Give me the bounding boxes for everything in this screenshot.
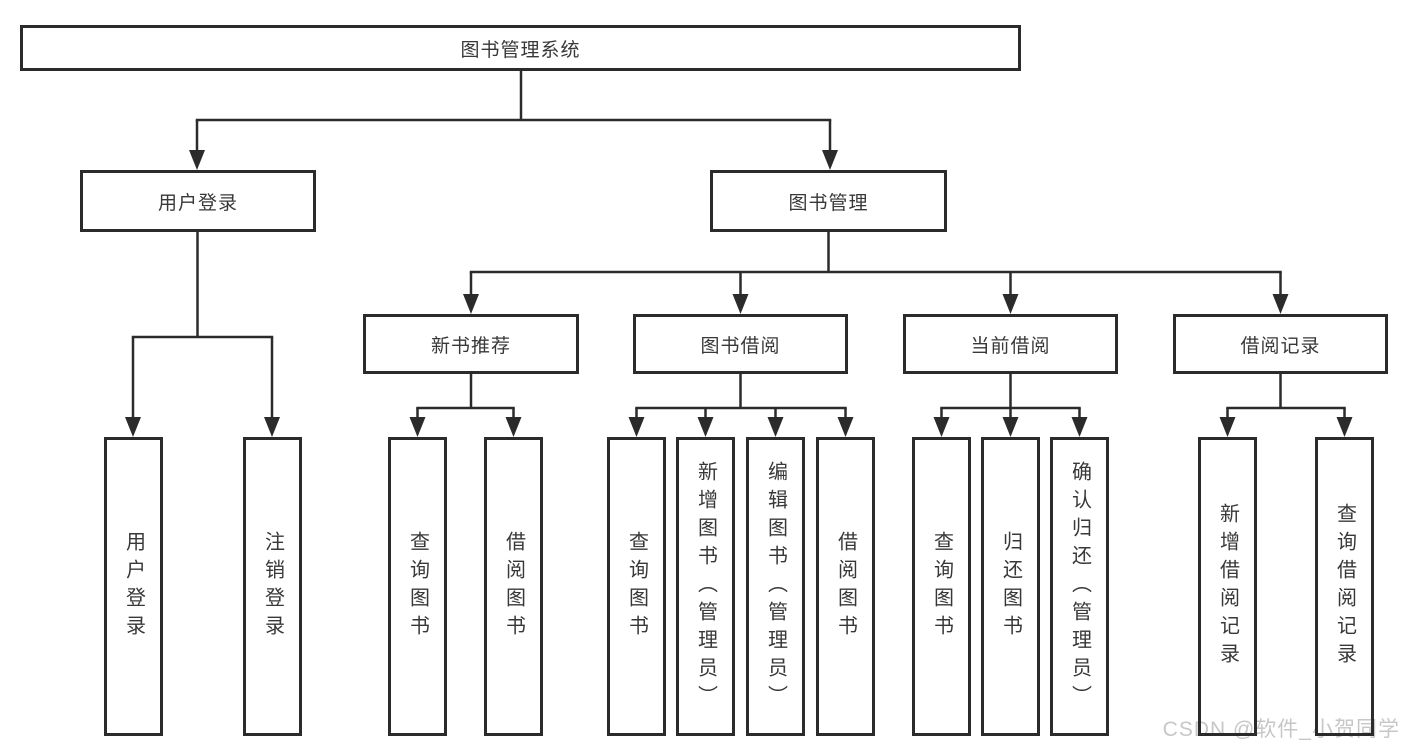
leaf-edit-books-admin-label: 编辑图书（管理员）: [764, 460, 787, 713]
leaf-query-borrow-record: 查询借阅记录: [1315, 437, 1374, 736]
leaf-query-books-borrow: 查询图书: [607, 437, 666, 736]
leaf-borrow-books-recommend-label: 借阅图书: [502, 530, 525, 643]
csdn-watermark: CSDN @软件_小贺同学: [1162, 718, 1400, 741]
leaf-return-books-label: 归还图书: [999, 530, 1022, 643]
node-user-login-branch-label: 用户登录: [157, 192, 238, 214]
leaf-add-books-admin-label: 新增图书（管理员）: [694, 460, 717, 713]
node-book-borrow-label: 图书借阅: [700, 335, 781, 357]
leaf-confirm-return-admin-label: 确认归还（管理员）: [1068, 460, 1091, 713]
leaf-query-books-current-label: 查询图书: [930, 530, 953, 643]
leaf-add-books-admin: 新增图书（管理员）: [676, 437, 735, 736]
node-current-borrow: 当前借阅: [903, 314, 1118, 374]
leaf-return-books: 归还图书: [981, 437, 1040, 736]
leaf-logout-label: 注销登录: [261, 530, 284, 643]
node-new-book-recommend-label: 新书推荐: [430, 335, 511, 357]
leaf-user-login: 用户登录: [104, 437, 163, 736]
node-book-management-branch-label: 图书管理: [788, 192, 869, 214]
leaf-borrow-books: 借阅图书: [816, 437, 875, 736]
leaf-add-borrow-record: 新增借阅记录: [1198, 437, 1257, 736]
leaf-edit-books-admin: 编辑图书（管理员）: [746, 437, 805, 736]
node-user-login-branch: 用户登录: [80, 170, 316, 232]
leaf-query-borrow-record-label: 查询借阅记录: [1333, 502, 1356, 671]
node-book-management-branch: 图书管理: [710, 170, 947, 232]
leaf-borrow-books-recommend: 借阅图书: [484, 437, 543, 736]
node-borrow-records: 借阅记录: [1173, 314, 1388, 374]
arrowheads: [125, 150, 1353, 437]
node-root-library-system: 图书管理系统: [20, 25, 1021, 71]
leaf-query-books-borrow-label: 查询图书: [625, 530, 648, 643]
node-root-label: 图书管理系统: [460, 39, 581, 61]
leaf-user-login-label: 用户登录: [122, 530, 145, 643]
node-book-borrow: 图书借阅: [633, 314, 848, 374]
leaf-add-borrow-record-label: 新增借阅记录: [1216, 502, 1239, 671]
leaf-confirm-return-admin: 确认归还（管理员）: [1050, 437, 1109, 736]
leaf-query-books-recommend-label: 查询图书: [406, 530, 429, 643]
node-borrow-records-label: 借阅记录: [1240, 335, 1321, 357]
leaf-borrow-books-label: 借阅图书: [834, 530, 857, 643]
leaf-query-books-current: 查询图书: [912, 437, 971, 736]
leaf-query-books-recommend: 查询图书: [388, 437, 447, 736]
node-new-book-recommend: 新书推荐: [363, 314, 579, 374]
node-current-borrow-label: 当前借阅: [970, 335, 1051, 357]
leaf-logout: 注销登录: [243, 437, 302, 736]
